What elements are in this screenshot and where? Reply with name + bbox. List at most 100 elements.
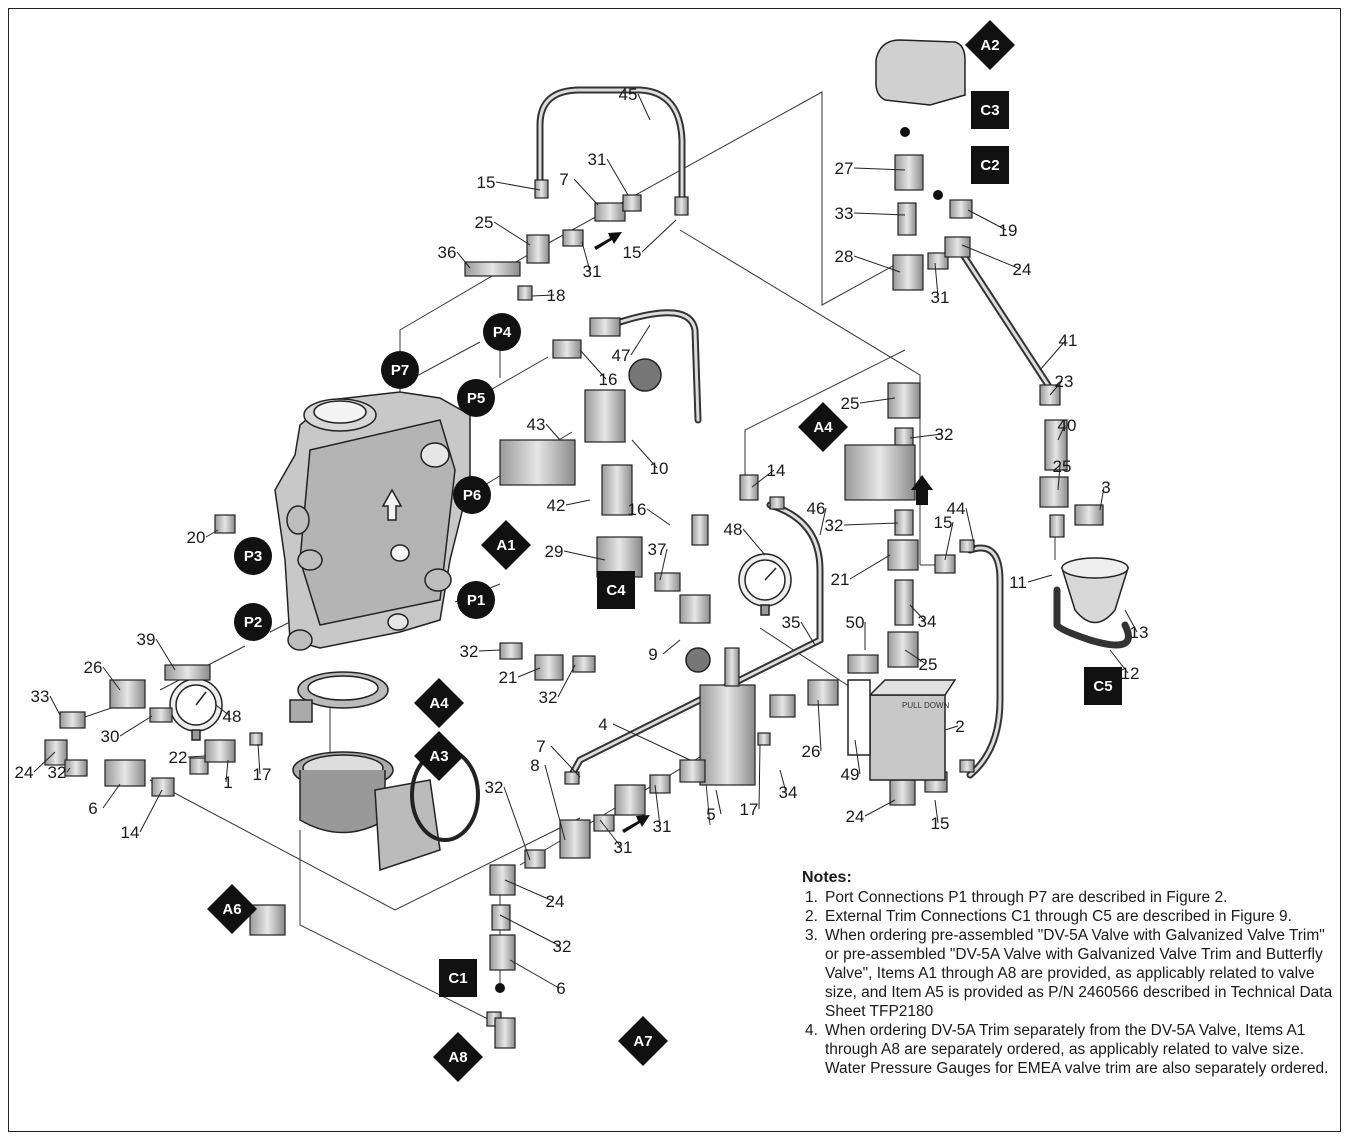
- part-number-callout: 25: [1053, 457, 1072, 476]
- callout-leader-line: [853, 167, 906, 171]
- callout-leader-line: [854, 739, 861, 775]
- part-number-callout: 42: [547, 496, 566, 515]
- part-number-callout: 50: [846, 613, 865, 632]
- callout-leader-line: [102, 783, 121, 809]
- part-number-callout: 28: [835, 247, 854, 266]
- note-text: When ordering DV-5A Trim separately from…: [825, 1022, 1329, 1077]
- callout-leader-line: [819, 507, 827, 536]
- note-number: 4.: [805, 1022, 818, 1039]
- part-number-callout: 14: [767, 461, 786, 480]
- tag-label: P7: [391, 362, 409, 379]
- callout-leader-line: [934, 262, 939, 298]
- coupling-and-butterfly: [289, 671, 480, 872]
- part-number-callout: 9: [648, 645, 657, 664]
- part-number-callout: 24: [546, 892, 565, 911]
- part-number-callout: 29: [545, 542, 564, 561]
- part-number-callout: 11: [1009, 573, 1027, 592]
- assembly-tag-diamond: [618, 1016, 668, 1066]
- part-number-callout: 31: [583, 262, 602, 281]
- callout-leader-line: [817, 699, 822, 752]
- callout-leader-line: [843, 522, 899, 526]
- callout-leader-line: [225, 759, 229, 783]
- callout-leader-line: [800, 621, 816, 646]
- callout-leader-line: [904, 649, 927, 665]
- part-number-callout: 32: [460, 642, 479, 661]
- components: [445, 39, 1130, 781]
- callout-leader-line: [66, 767, 71, 773]
- flow-arrows: [594, 232, 933, 833]
- callout-leader-line: [102, 666, 121, 691]
- part-number-callout: 47: [612, 346, 631, 365]
- callout-leader-line: [187, 755, 207, 758]
- part-number-callout: 35: [782, 613, 801, 632]
- part-number-callout: 24: [15, 763, 34, 782]
- part-number-callout: 1: [223, 773, 232, 792]
- tag-label: A2: [980, 37, 999, 54]
- tag-label: A3: [429, 748, 448, 765]
- part-number-callout: 31: [931, 288, 950, 307]
- tag-label: P1: [467, 592, 485, 609]
- callout-leader-line: [715, 789, 722, 815]
- part-number-callout: 48: [223, 707, 242, 726]
- callout-leader-line: [573, 178, 599, 206]
- callout-leader-line: [581, 241, 591, 272]
- callout-leaders: [33, 93, 1138, 989]
- trim-connection-tag-square: [439, 959, 477, 997]
- part-number-callout: 21: [831, 570, 850, 589]
- note-number: 2.: [805, 908, 818, 925]
- part-number-callout: 19: [999, 221, 1018, 240]
- part-number-callout: 7: [536, 737, 545, 756]
- part-number-callout: 7: [559, 170, 568, 189]
- notes-block: Notes: 1. Port Connections P1 through P7…: [802, 868, 1342, 1078]
- callout-leader-line: [557, 664, 576, 698]
- callout-leader-line: [637, 93, 651, 121]
- callout-leader-line: [944, 725, 959, 731]
- part-number-callout: 25: [475, 213, 494, 232]
- part-number-callout: 31: [588, 150, 607, 169]
- part-number-callout: 15: [934, 513, 953, 532]
- callout-leader-line: [758, 744, 761, 810]
- part-number-callout: 30: [101, 727, 120, 746]
- connection-dots: [495, 127, 943, 993]
- tag-label: A6: [222, 901, 241, 918]
- tag-label: P6: [463, 487, 481, 504]
- callout-leader-line: [1049, 380, 1063, 396]
- part-number-callout: 32: [485, 778, 504, 797]
- part-number-callout: 27: [835, 159, 854, 178]
- callout-leader-line: [456, 251, 471, 269]
- part-number-callout: 43: [527, 415, 546, 434]
- part-number-callout: 44: [947, 499, 966, 518]
- callout-leader-line: [1057, 424, 1066, 441]
- part-number-callout: 37: [648, 540, 667, 559]
- part-number-callout: 6: [556, 979, 565, 998]
- tag-label: P2: [244, 614, 262, 631]
- callout-leader-line: [659, 548, 668, 581]
- part-number-callout: 4: [598, 715, 607, 734]
- port-connection-tag-circle: [457, 379, 495, 417]
- part-number-callout: 45: [619, 85, 638, 104]
- part-number-callout: 6: [88, 799, 97, 818]
- tag-label: C4: [606, 582, 626, 599]
- note-item: 3. When ordering pre-assembled "DV-5A Va…: [802, 926, 1342, 1021]
- part-number-callout: 14: [121, 823, 140, 842]
- tag-label: A8: [448, 1049, 467, 1066]
- callout-leader-line: [606, 158, 629, 196]
- note-text: Port Connections P1 through P7 are descr…: [825, 889, 1228, 906]
- callout-leader-line: [849, 554, 891, 580]
- part-number-callout: 25: [919, 655, 938, 674]
- part-number-callout: 36: [438, 243, 457, 262]
- callout-leader-line: [503, 786, 531, 861]
- fittings: [44, 154, 1104, 1049]
- callout-leader-line: [630, 324, 651, 356]
- callout-leader-line: [1124, 609, 1138, 633]
- callout-leader-line: [599, 819, 622, 848]
- callout-leader-line: [478, 649, 501, 652]
- callout-leader-line: [499, 914, 561, 947]
- port-connection-tag-circle: [381, 351, 419, 389]
- tag-label: A4: [813, 419, 833, 436]
- part-number-callout: 39: [137, 630, 156, 649]
- callout-leader-line: [751, 469, 775, 488]
- callout-leader-line: [864, 799, 896, 817]
